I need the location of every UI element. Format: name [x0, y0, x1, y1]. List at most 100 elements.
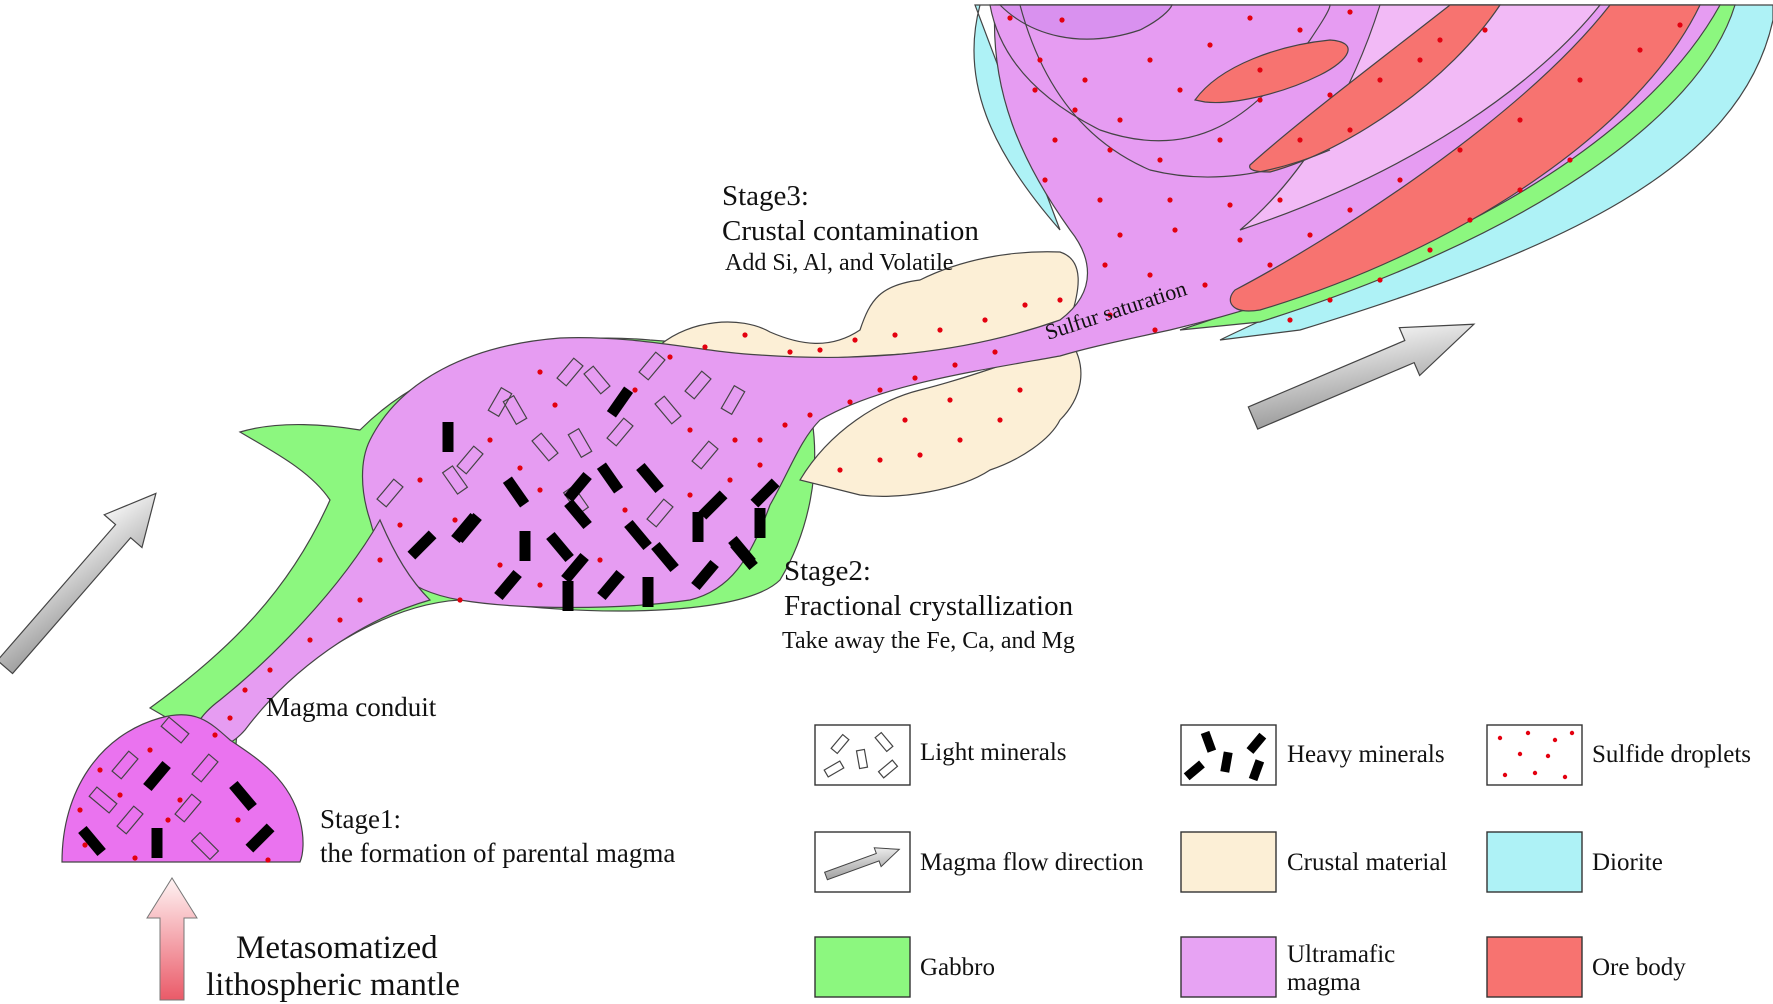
- sulfide-droplet: [1172, 227, 1178, 233]
- sulfide-droplet: [1417, 57, 1423, 63]
- sulfide-droplet: [687, 427, 693, 433]
- sulfide-droplet: [902, 417, 908, 423]
- stage3-sub: Add Si, Al, and Volatile: [725, 250, 953, 276]
- legend-label-light-minerals: Light minerals: [920, 739, 1067, 766]
- sulfide-droplet: [397, 522, 403, 528]
- heavy-mineral: [229, 780, 257, 812]
- light-mineral: [646, 498, 674, 528]
- sulfide-droplet: [1277, 197, 1283, 203]
- legend-swatch-diorite: [1486, 831, 1583, 893]
- sulfide-droplet: [1677, 22, 1683, 28]
- sulfide-droplet: [702, 344, 708, 350]
- heavy-mineral: [407, 530, 437, 560]
- sulfide-droplet: [1577, 77, 1583, 83]
- light-mineral: [684, 370, 712, 400]
- stage3-title: Stage3:: [722, 180, 809, 212]
- sulfide-droplet: [1107, 147, 1113, 153]
- sulfide-droplet: [1202, 282, 1208, 288]
- sulfide-droplet: [1267, 262, 1273, 268]
- light-mineral: [191, 753, 219, 783]
- stage2-title: Stage2:: [784, 555, 871, 587]
- ultramafic-top-lobe: [998, 4, 1173, 40]
- legend-swatch-ultramafic: [1180, 936, 1277, 998]
- heavy-mineral: [442, 422, 454, 452]
- sulfide-droplet: [1207, 42, 1213, 48]
- sulfide-droplet: [1059, 17, 1065, 23]
- heavy-mineral: [606, 386, 634, 418]
- sulfide-droplet: [227, 715, 233, 721]
- light-mineral: [502, 394, 528, 426]
- sulfide-droplet: [77, 807, 83, 813]
- heavy-mineral: [143, 760, 171, 792]
- sulfide-droplet: [117, 792, 123, 798]
- sulfide-droplet: [235, 817, 241, 823]
- heavy-mineral: [451, 512, 479, 544]
- light-mineral: [606, 417, 634, 447]
- heavy-mineral: [691, 559, 719, 591]
- sulfide-droplet: [757, 462, 763, 468]
- legend-label-ultramafic-2: magma: [1287, 969, 1361, 996]
- heavy-mineral: [561, 552, 589, 584]
- sulfide-droplet: [912, 375, 918, 381]
- sulfide-droplet: [787, 349, 793, 355]
- heavy-mineral: [692, 512, 704, 542]
- sulfide-droplet: [667, 354, 673, 360]
- stage1-title: Stage1:: [320, 804, 401, 834]
- legend-heavy-minerals-icon: [1183, 730, 1267, 782]
- sulfide-droplet: [487, 437, 493, 443]
- sulfide-droplet: [732, 437, 738, 443]
- heavy-mineral: [750, 478, 780, 508]
- sulfide-droplet: [937, 327, 943, 333]
- sulfide-droplet: [1247, 15, 1253, 21]
- light-minerals: [88, 351, 746, 861]
- legend-light-minerals-icon: [823, 731, 899, 779]
- light-mineral: [583, 365, 611, 395]
- heavy-mineral: [245, 823, 275, 853]
- legend-label-ore-body: Ore body: [1592, 954, 1686, 981]
- light-mineral: [160, 716, 190, 744]
- heavy-mineral: [78, 825, 106, 857]
- conduit-label: Magma conduit: [266, 692, 437, 722]
- sulfide-droplet: [1257, 67, 1263, 73]
- sulfide-droplet: [1057, 297, 1063, 303]
- sulfide-droplet: [417, 477, 423, 483]
- heavy-mineral: [698, 490, 728, 520]
- heavy-mineral: [754, 508, 766, 538]
- layer-boundary: [1019, 4, 1331, 178]
- sulfide-droplet: [947, 397, 953, 403]
- sulfide-droplet: [497, 562, 503, 568]
- sulfide-droplet: [1327, 92, 1333, 98]
- sulfide-droplet: [817, 347, 823, 353]
- sulfide-droplet: [807, 412, 813, 418]
- legend-swatch-heavy-minerals: [1180, 724, 1277, 786]
- mantle-label-line2: lithospheric mantle: [206, 967, 460, 1003]
- sulfide-droplet: [917, 452, 923, 458]
- sulfide-droplet: [1022, 302, 1028, 308]
- heavy-mineral: [596, 462, 624, 494]
- ore-body-small: [1193, 39, 1349, 104]
- sulfide-droplet: [1007, 15, 1013, 21]
- sulfide-droplet: [952, 362, 958, 368]
- sulfide-droplet: [517, 465, 523, 471]
- sulfide-droplet: [1117, 117, 1123, 123]
- legend-label-diorite: Diorite: [1592, 849, 1663, 876]
- sulfide-droplet: [687, 492, 693, 498]
- sulfide-droplet: [632, 387, 638, 393]
- light-mineral: [720, 384, 746, 416]
- sulfide-droplet: [307, 637, 313, 643]
- light-mineral: [174, 793, 202, 823]
- sulfide-droplet: [457, 597, 463, 603]
- sulfide-droplet: [82, 842, 88, 848]
- light-mineral: [111, 750, 139, 780]
- sulfide-droplet: [1327, 297, 1333, 303]
- sulfide-droplet: [1227, 202, 1233, 208]
- sulfide-droplet: [727, 477, 733, 483]
- legend-magma-flow-icon: [823, 847, 901, 881]
- sulfide-droplet: [782, 422, 788, 428]
- sulfide-droplet: [165, 817, 171, 823]
- sulfide-droplet: [537, 582, 543, 588]
- sulfide-droplet: [1152, 327, 1158, 333]
- legend-swatch-sulfide-droplets: [1486, 724, 1583, 786]
- sulfide-droplet: [997, 417, 1003, 423]
